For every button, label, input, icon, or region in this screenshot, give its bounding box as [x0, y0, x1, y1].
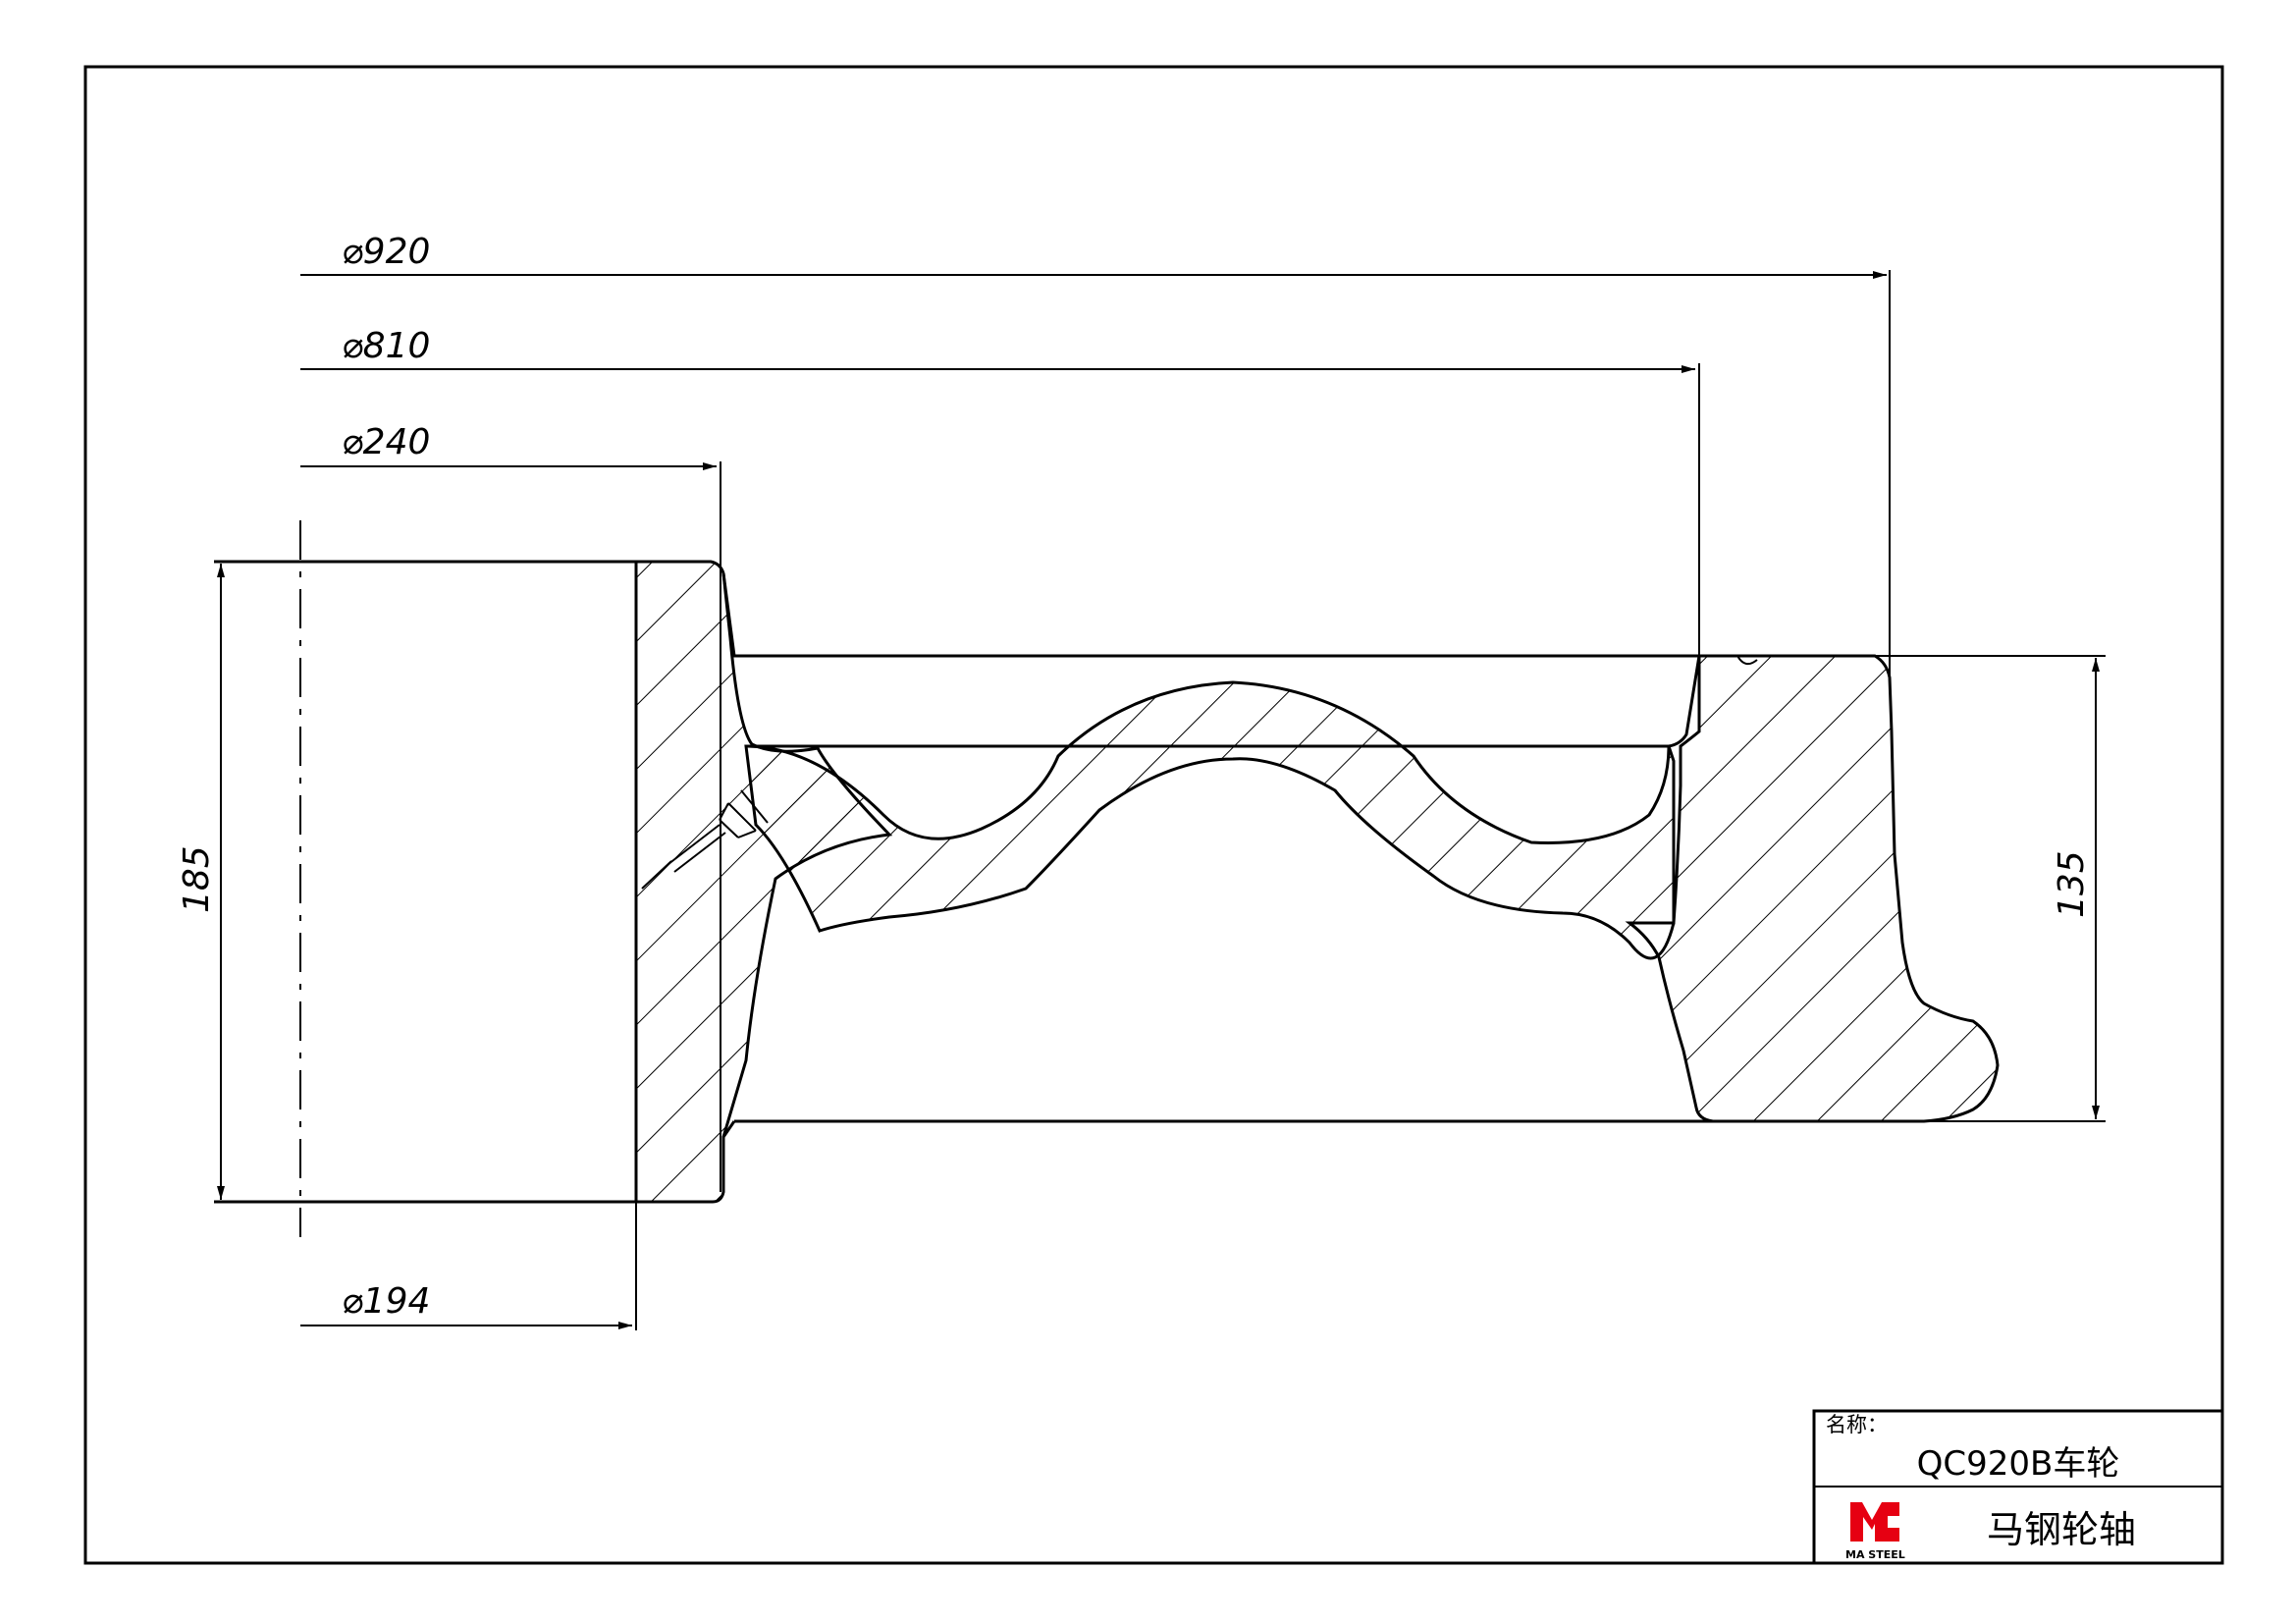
hub-bottom-step: [721, 1120, 736, 1138]
company-name: 马钢轮轴: [1987, 1508, 2136, 1551]
rim-section: [1625, 654, 2000, 1123]
dim-810-label: ⌀810: [342, 326, 430, 366]
dim-240-label: ⌀240: [342, 422, 430, 462]
drawing-frame: [83, 65, 2224, 1565]
logo-text: MA STEEL: [1845, 1548, 1905, 1561]
wheel-section: [634, 560, 2000, 1204]
title-block-name-label: 名称：: [1826, 1413, 1888, 1436]
part-name: QC920B车轮: [1917, 1444, 2120, 1484]
rim-notch: [1736, 655, 1758, 666]
dim-194-label: ⌀194: [342, 1281, 430, 1322]
upper-web-line: [746, 655, 1701, 748]
dim-135-label: 135: [2052, 850, 2092, 918]
web-section: [744, 680, 1676, 960]
dim-185-label: 185: [177, 845, 217, 913]
hub-to-web-top: [721, 572, 1699, 658]
dim-920-label: ⌀920: [342, 232, 430, 272]
title-block: 名称： QC920B车轮 MA STEEL 马钢轮轴: [1812, 1409, 2224, 1565]
hole-detail: [641, 789, 769, 890]
masteel-logo: MA STEEL: [1845, 1502, 1905, 1561]
